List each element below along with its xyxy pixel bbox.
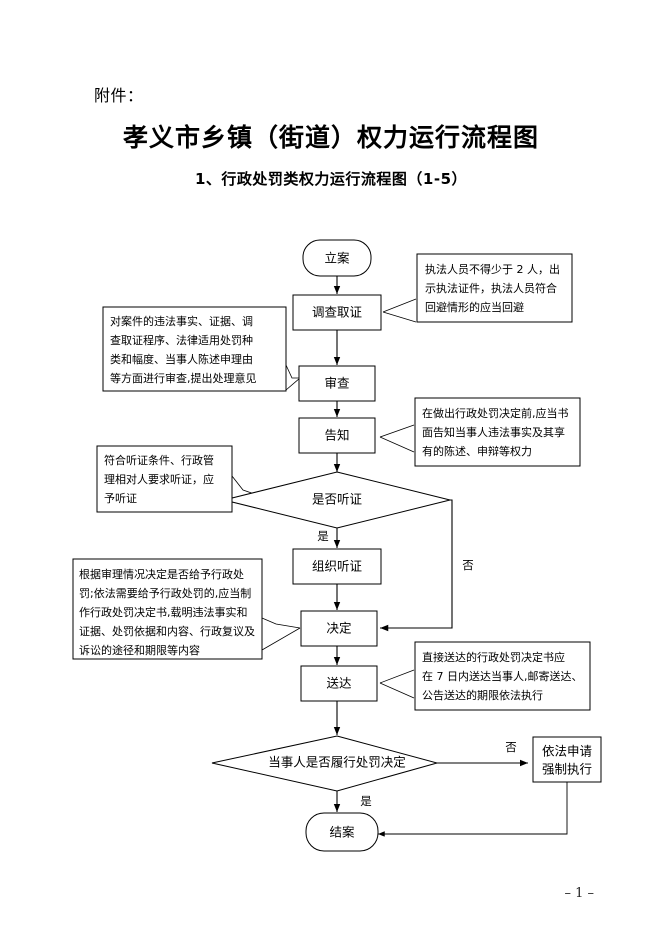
edge-qiangzhi-to-jiean: [378, 782, 568, 837]
note2-line2: 查取证程序、法律适用处罚种: [110, 333, 253, 347]
note2-line1: 对案件的违法事实、证据、调: [110, 314, 253, 328]
leader-note2: [285, 364, 301, 391]
note1-line2: 示执法证件，执法人员符合: [425, 281, 557, 295]
page-subtitle: 1、行政处罚类权力运行流程图（1-5）: [194, 170, 468, 188]
note-box-gaozhi: 在做出行政处罚决定前,应当书 面告知当事人违法事实及其享 有的陈述、申辩等权力: [414, 397, 581, 467]
node-shencha-label: 审查: [324, 376, 350, 391]
node-jiean-label: 结案: [329, 825, 355, 840]
leader-note6: [379, 669, 415, 699]
node-lvxing-decision[interactable]: 当事人是否履行处罚决定: [211, 735, 439, 792]
edge-tingzheng-no-to-jueding: [380, 499, 453, 632]
note4-line3: 予听证: [104, 492, 137, 505]
note5-line1: 根据审理情况决定是否给予行政处: [79, 567, 244, 581]
note-box-tingzheng: 符合听证条件、行政管 理相对人要求听证，应 予听证: [96, 445, 233, 513]
node-lian[interactable]: 立案: [302, 239, 372, 277]
leader-note1: [382, 298, 417, 323]
branch-label-comply-no: 否: [505, 740, 517, 754]
leader-note5: [261, 617, 301, 651]
branch-label-comply-yes: 是: [360, 794, 372, 808]
note-box-diaocha: 执法人员不得少于 2 人，出 示执法证件，执法人员符合 回避情形的应当回避: [416, 253, 573, 323]
note5-line3: 作行政处罚决定书,载明违法事实和: [79, 605, 248, 619]
note5-line2: 罚;依法需要给予行政处罚的,应当制: [79, 586, 251, 600]
node-shifou-tingzheng-label: 是否听证: [312, 492, 363, 507]
node-shifou-tingzheng[interactable]: 是否听证: [223, 471, 451, 529]
note-box-shencha: 对案件的违法事实、证据、调 查取证程序、法律适用处罚种 类和幅度、当事人陈述申理…: [102, 306, 287, 392]
node-diaocha-label: 调查取证: [312, 305, 363, 320]
node-gaozhi[interactable]: 告知: [298, 417, 376, 454]
attachment-label: 附件：: [94, 86, 144, 105]
note5-line4: 证据、处罚依据和内容、行政复议及: [79, 624, 255, 638]
leader-note3: [379, 424, 415, 453]
node-lian-label: 立案: [324, 251, 350, 266]
node-qiangzhi-line2: 强制执行: [542, 762, 592, 777]
note1-line3: 回避情形的应当回避: [425, 300, 524, 314]
node-gaozhi-label: 告知: [324, 428, 349, 443]
node-songda-label: 送达: [326, 676, 352, 691]
note3-line1: 在做出行政处罚决定前,应当书: [422, 406, 569, 420]
node-diaocha-quzheng[interactable]: 调查取证: [292, 294, 382, 331]
note-box-songda: 直接送达的行政处罚决定书应 在 7 日内送达当事人,邮寄送达、 公告送达的期限依…: [414, 641, 591, 711]
node-zuzhi-tingzheng-label: 组织听证: [312, 559, 363, 574]
note6-line2: 在 7 日内送达当事人,邮寄送达、: [422, 669, 583, 683]
node-qiangzhi-zhixing[interactable]: 依法申请 强制执行: [532, 736, 602, 783]
node-jiean[interactable]: 结案: [305, 812, 379, 852]
note6-line1: 直接送达的行政处罚决定书应: [422, 650, 565, 664]
branch-label-hearing-yes: 是: [317, 529, 329, 543]
note4-line1: 符合听证条件、行政管: [104, 453, 214, 467]
node-qiangzhi-line1: 依法申请: [542, 744, 592, 759]
node-songda[interactable]: 送达: [300, 665, 378, 702]
note-box-jueding: 根据审理情况决定是否给予行政处 罚;依法需要给予行政处罚的,应当制 作行政处罚决…: [72, 558, 263, 660]
note2-line3: 类和幅度、当事人陈述申理由: [110, 352, 253, 366]
node-lvxing-decision-label: 当事人是否履行处罚决定: [268, 755, 406, 770]
node-zuzhi-tingzheng[interactable]: 组织听证: [292, 548, 382, 585]
branch-label-hearing-no: 否: [462, 558, 474, 572]
note2-line4: 等方面进行审查,提出处理意见: [110, 371, 257, 385]
note5-line5: 诉讼的途径和期限等内容: [79, 643, 200, 657]
page-number: – 1 –: [564, 886, 594, 901]
note1-line1: 执法人员不得少于 2 人，出: [425, 262, 560, 276]
note3-line2: 面告知当事人违法事实及其享: [422, 425, 565, 439]
node-jueding-label: 决定: [326, 621, 351, 636]
flowchart-diagram: 立案 调查取证 审查 告知 是否听证 组织听证 决定 送达: [72, 239, 602, 852]
note6-line3: 公告送达的期限依法执行: [422, 688, 543, 702]
note3-line3: 有的陈述、申辩等权力: [422, 444, 532, 458]
node-shencha[interactable]: 审查: [298, 365, 376, 402]
page-title: 孝义市乡镇（街道）权力运行流程图: [122, 123, 539, 152]
node-jueding[interactable]: 决定: [300, 610, 378, 647]
note4-line2: 理相对人要求听证，应: [104, 472, 214, 486]
